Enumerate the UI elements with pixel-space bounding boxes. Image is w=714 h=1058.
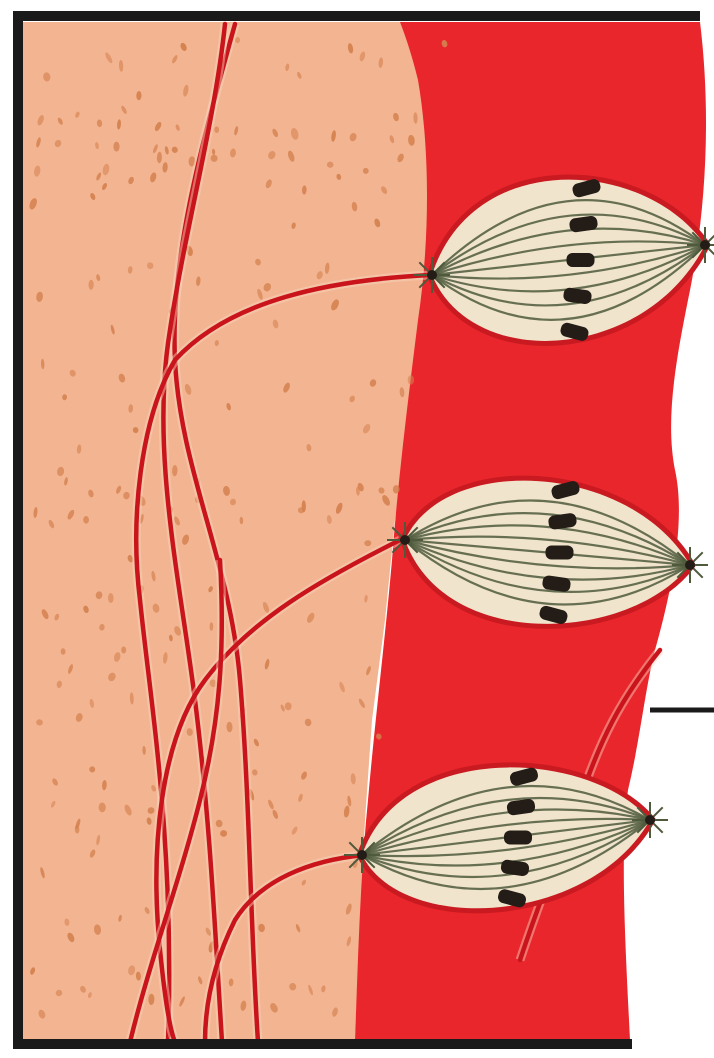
spindle-pole bbox=[685, 560, 695, 570]
chromosome bbox=[546, 546, 574, 560]
chromosome bbox=[567, 253, 595, 267]
spindle-pole bbox=[400, 535, 410, 545]
spindle-pole bbox=[427, 270, 437, 280]
spindle-pole bbox=[700, 240, 710, 250]
spindle-pole bbox=[357, 850, 367, 860]
spindle-pole bbox=[645, 815, 655, 825]
speckle bbox=[393, 485, 400, 493]
chromosome bbox=[504, 831, 532, 845]
speckle bbox=[113, 142, 119, 152]
